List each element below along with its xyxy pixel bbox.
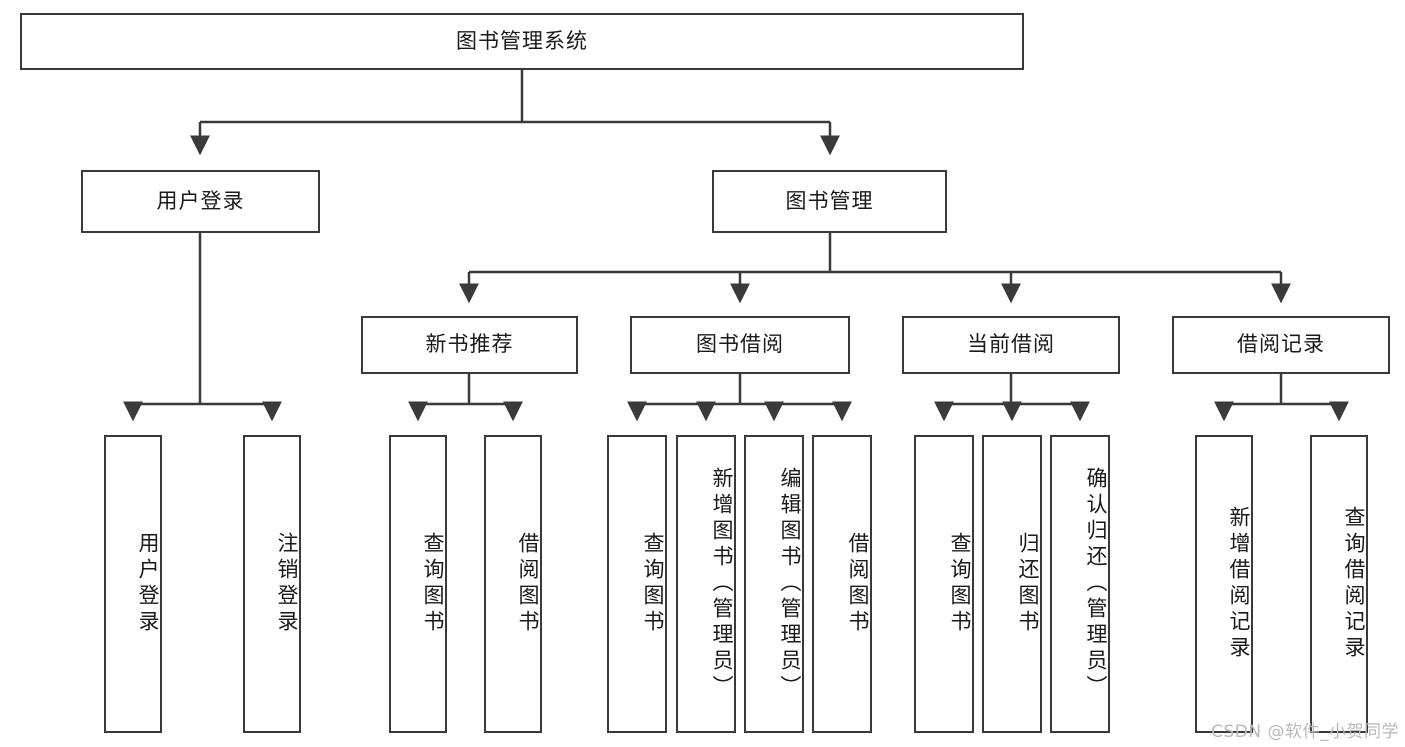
node-leaf-9[interactable]: 归还图书 (982, 435, 1042, 733)
node-leaf-10[interactable]: 确认归还（管理员） (1050, 435, 1110, 733)
node-label: 图书管理系统 (456, 28, 588, 53)
node-leaf-3[interactable]: 借阅图书 (484, 435, 542, 733)
node-leaf-4[interactable]: 查询图书 (607, 435, 667, 733)
node-label: 确认归还（管理员） (1084, 467, 1108, 701)
node-leaf-11[interactable]: 新增借阅记录 (1195, 435, 1253, 733)
node-leaf-0[interactable]: 用户登录 (104, 435, 162, 733)
node-label: 借阅记录 (1237, 332, 1325, 357)
node-leaf-8[interactable]: 查询图书 (914, 435, 974, 733)
node-label: 借阅图书 (516, 532, 540, 636)
node-level3-3[interactable]: 借阅记录 (1172, 316, 1390, 374)
node-label: 查询图书 (641, 532, 665, 636)
node-label: 新增借阅记录 (1227, 506, 1251, 662)
node-label: 图书借阅 (696, 332, 784, 357)
node-level2-0[interactable]: 用户登录 (81, 170, 320, 233)
node-level3-1[interactable]: 图书借阅 (630, 316, 850, 374)
node-leaf-6[interactable]: 编辑图书（管理员） (744, 435, 804, 733)
node-label: 用户登录 (136, 532, 160, 636)
node-leaf-7[interactable]: 借阅图书 (812, 435, 872, 733)
node-level3-0[interactable]: 新书推荐 (361, 316, 578, 374)
node-label: 编辑图书（管理员） (778, 467, 802, 701)
node-level3-2[interactable]: 当前借阅 (902, 316, 1120, 374)
node-leaf-12[interactable]: 查询借阅记录 (1310, 435, 1368, 733)
node-label: 查询借阅记录 (1342, 506, 1366, 662)
node-root[interactable]: 图书管理系统 (20, 13, 1024, 70)
node-level2-1[interactable]: 图书管理 (712, 170, 947, 233)
node-label: 图书管理 (785, 188, 874, 213)
node-label: 借阅图书 (846, 532, 870, 636)
node-label: 用户登录 (156, 188, 245, 213)
node-leaf-5[interactable]: 新增图书（管理员） (676, 435, 736, 733)
node-label: 新增图书（管理员） (710, 467, 734, 701)
node-leaf-1[interactable]: 注销登录 (243, 435, 301, 733)
node-label: 注销登录 (275, 532, 299, 636)
node-label: 当前借阅 (967, 332, 1055, 357)
node-leaf-2[interactable]: 查询图书 (389, 435, 447, 733)
node-label: 查询图书 (948, 532, 972, 636)
node-label: 新书推荐 (425, 332, 514, 357)
node-label: 归还图书 (1016, 532, 1040, 636)
node-label: 查询图书 (421, 532, 445, 636)
watermark: CSDN @软件_小贺同学 (1211, 722, 1399, 742)
